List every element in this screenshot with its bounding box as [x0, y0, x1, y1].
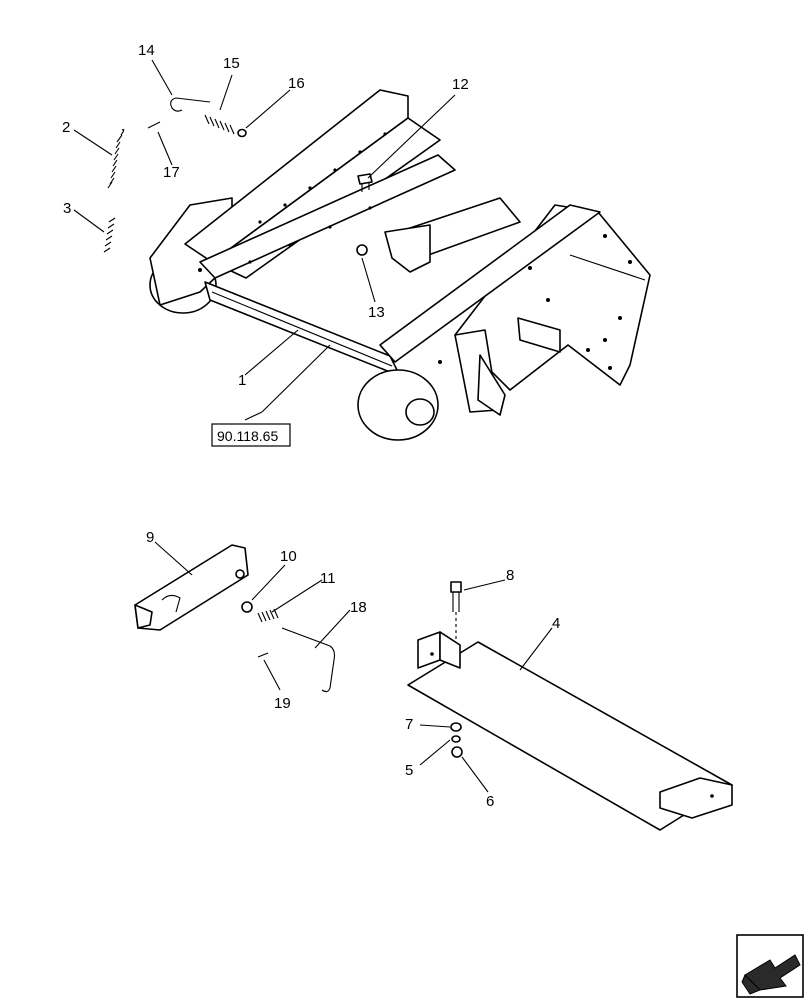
- nut-13: [356, 244, 368, 256]
- callout-18: 18: [350, 599, 367, 616]
- frame-assembly: [149, 89, 651, 441]
- reference-label[interactable]: 90.118.65: [217, 428, 278, 444]
- callout-19: 19: [274, 695, 291, 712]
- callout-8: 8: [506, 567, 514, 584]
- callout-7: 7: [405, 716, 413, 733]
- callout-17: 17: [163, 164, 180, 181]
- callout-12: 12: [452, 76, 469, 93]
- callout-2: 2: [62, 119, 70, 136]
- next-page-arrow-icon[interactable]: [736, 934, 804, 998]
- callout-6: 6: [486, 793, 494, 810]
- spring-3: [103, 217, 116, 253]
- washer-16: [237, 128, 247, 138]
- callout-9: 9: [146, 529, 154, 546]
- reference-link[interactable]: 90.118.65: [211, 423, 291, 447]
- cover-plate-4: [407, 631, 733, 831]
- pin-17: [147, 121, 161, 129]
- callout-16: 16: [288, 75, 305, 92]
- callout-11: 11: [320, 570, 336, 587]
- hook-rod-14: [170, 97, 211, 112]
- callout-labels: 1 2 3 4 5 6 7 8 9 10 11 12 13 14 15 16 1…: [62, 42, 560, 810]
- spring-11: [257, 608, 279, 623]
- callout-1: 1: [238, 372, 246, 389]
- rod-18: [281, 627, 336, 693]
- lever-9: [134, 544, 249, 631]
- callout-14: 14: [138, 42, 155, 59]
- callout-5: 5: [405, 762, 413, 779]
- spring-2: [107, 129, 125, 189]
- bolt-8: [450, 581, 462, 640]
- callout-4: 4: [552, 615, 560, 632]
- bolt-12: [357, 173, 373, 192]
- callout-10: 10: [280, 548, 297, 565]
- washer-10: [241, 601, 253, 613]
- pin-19: [257, 652, 269, 658]
- leader-lines: [73, 59, 553, 793]
- nut-parts-5-6-7: [450, 722, 463, 758]
- callout-13: 13: [368, 304, 385, 321]
- spring-15: [204, 114, 235, 135]
- callout-15: 15: [223, 55, 240, 72]
- callout-3: 3: [63, 200, 71, 217]
